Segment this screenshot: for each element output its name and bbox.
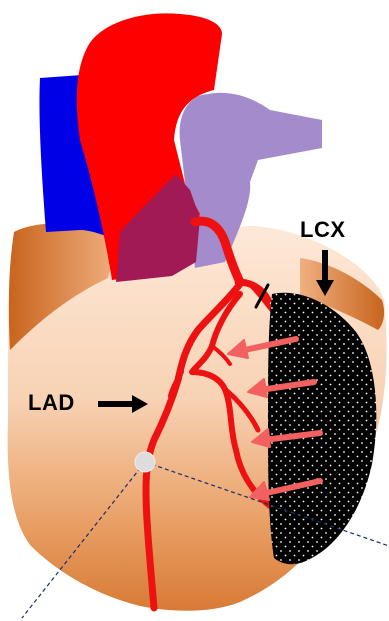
lad-label: LAD — [28, 392, 75, 414]
lcx-label: LCX — [300, 219, 346, 241]
circle-icon — [135, 452, 155, 472]
